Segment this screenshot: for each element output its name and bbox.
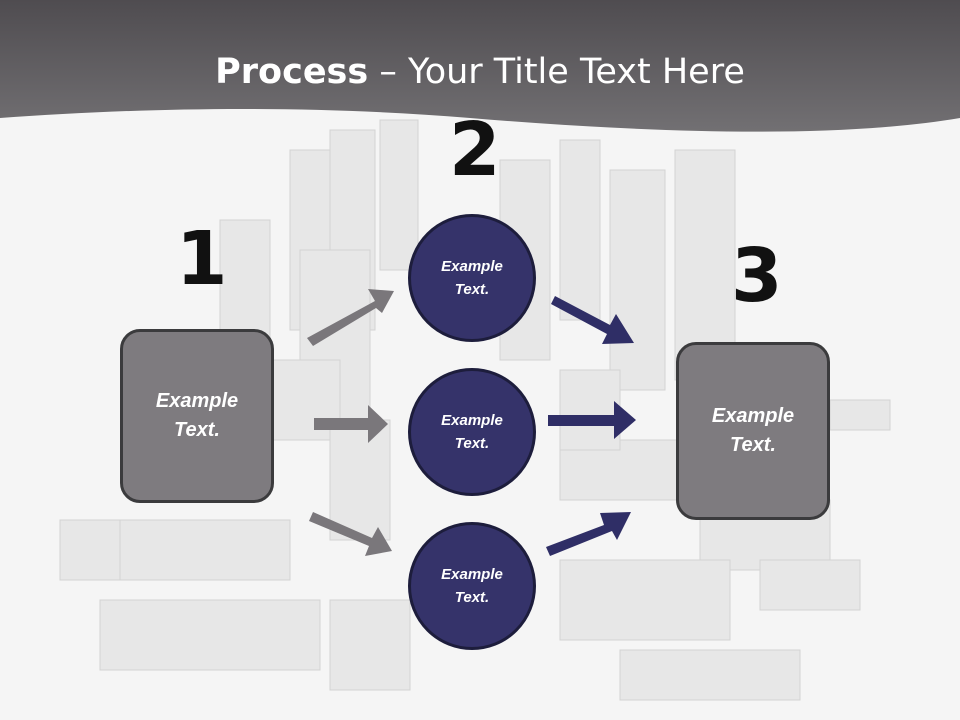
step-1-box: Example Text. bbox=[120, 329, 274, 503]
step-2-circle-top: Example Text. bbox=[408, 214, 536, 342]
step-number-1: 1 bbox=[176, 216, 228, 302]
step-2-circle-bottom: Example Text. bbox=[408, 522, 536, 650]
step-number-3: 3 bbox=[731, 233, 783, 319]
title-bold: Process bbox=[215, 52, 369, 92]
title-rest: – Your Title Text Here bbox=[368, 52, 745, 92]
circle-top-label: Example Text. bbox=[441, 258, 503, 298]
step-2-circle-middle: Example Text. bbox=[408, 368, 536, 496]
page-title: Process – Your Title Text Here bbox=[0, 52, 960, 92]
step-3-label: Example Text. bbox=[711, 405, 795, 456]
step-number-2: 2 bbox=[449, 107, 501, 193]
step-3-box: Example Text. bbox=[676, 342, 830, 520]
circle-bottom-label: Example Text. bbox=[441, 566, 503, 606]
circle-middle-label: Example Text. bbox=[441, 412, 503, 452]
step-1-label: Example Text. bbox=[155, 390, 239, 441]
